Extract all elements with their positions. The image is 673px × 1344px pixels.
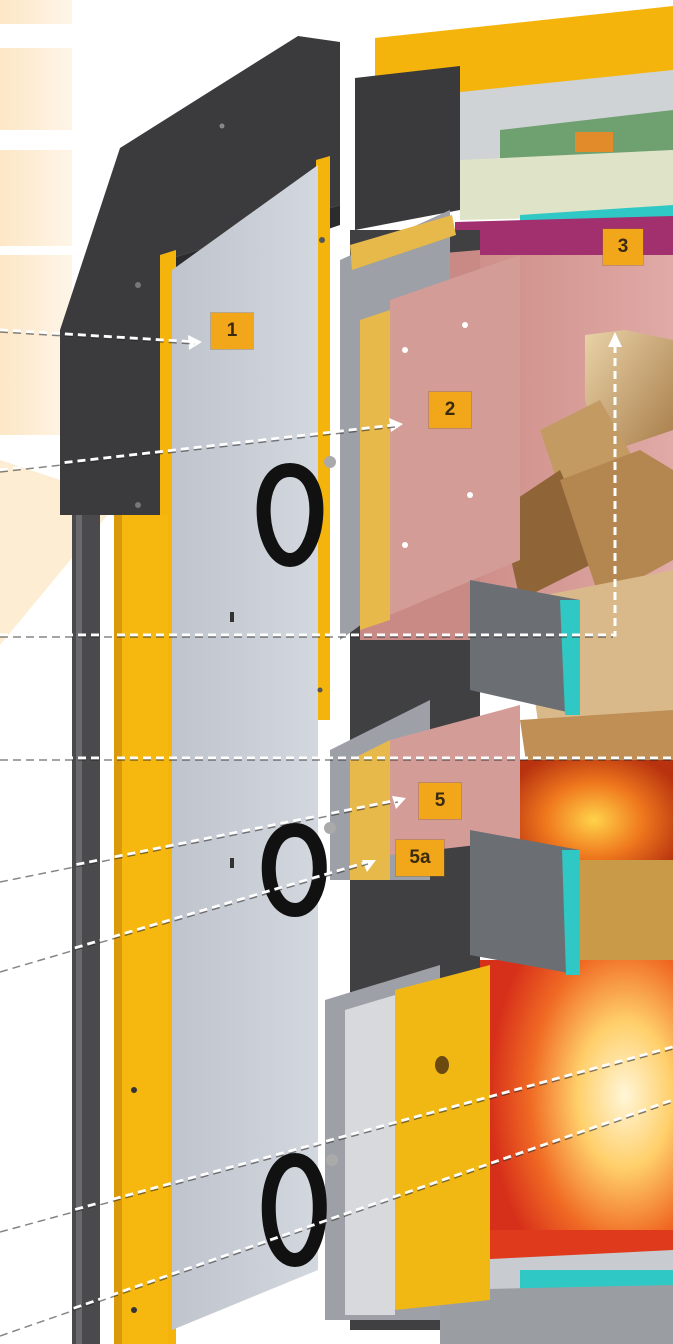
lower-nozzle	[470, 830, 580, 975]
outer-door	[60, 36, 340, 1344]
label-2: 2	[429, 392, 471, 428]
label-5: 5	[419, 783, 461, 819]
label-5a: 5a	[396, 840, 444, 876]
upper-nozzle	[470, 580, 580, 715]
label-1: 1	[211, 313, 253, 349]
boiler-top	[355, 6, 673, 262]
label-3: 3	[603, 229, 643, 265]
